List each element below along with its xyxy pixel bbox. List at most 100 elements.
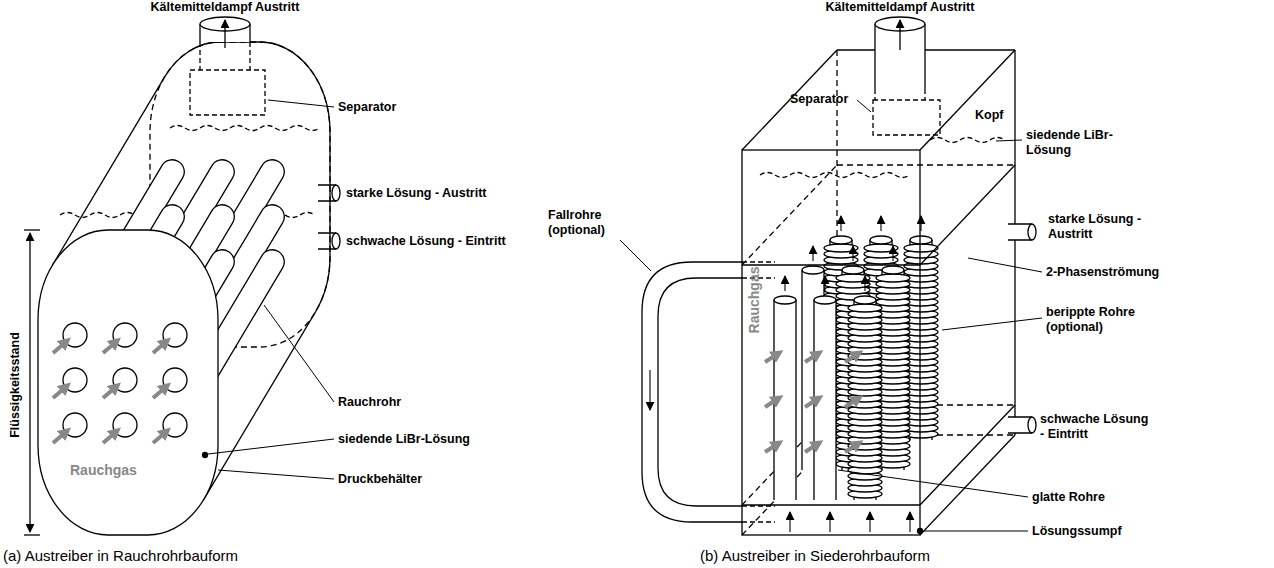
tube-fin [848,304,882,312]
flow-arrow [789,512,790,532]
flue-gas-arrow [53,386,67,398]
leader-line [264,305,334,402]
dimension-tick [24,229,40,230]
flow-arrow [869,512,870,532]
downcomer-hidden [742,262,775,522]
hidden-edge [742,165,837,265]
flue-gas-arrow [805,353,819,362]
flue-gas-arrow [765,443,779,452]
vessel-front [38,230,218,535]
part-label: berippte Rohre (optional) [1046,305,1141,335]
liquid-surface [760,138,1005,178]
part-label: Lösungssumpf [1032,524,1122,539]
leader-line [942,318,1042,330]
boiling-tubes [774,236,938,500]
leader-line [968,258,1042,272]
flow-arrow [909,512,910,532]
leader-lines [620,100,1042,531]
outlet-wall [199,24,200,42]
tube-top [882,266,904,274]
leader-lines [208,100,334,479]
liquid-surface-line [170,126,320,131]
flue-gas-arrow [103,341,117,353]
flue-gas-arrow [153,386,167,398]
flue-gas-arrow [153,431,167,443]
vessel-front [742,150,920,535]
part-label: Kopf [975,108,1003,123]
flue-gas-arrow [53,341,67,353]
part-label: siedende LiBr-Lösung [1026,128,1121,158]
leader-line [208,439,334,454]
flow-arrow [824,276,825,291]
head-floor [742,264,920,265]
flue-gas-arrow [845,398,859,407]
downcomer [642,262,742,522]
boiling-tube-generator [620,17,1042,535]
part-label: siedende LiBr-Lösung [338,432,470,447]
leader-line [838,470,1028,497]
outlet-wall [924,24,925,90]
port-label: schwache Lösung - Eintritt [1040,412,1152,442]
nozzle-end [332,233,340,249]
separator-box [190,70,265,115]
flue-gas-arrows [765,353,859,452]
flow-arrows [785,216,921,532]
flow-arrow [224,20,225,48]
flow-arrow [649,370,650,410]
flow-arrow [812,246,813,261]
flow-arrow [864,276,865,291]
tube-top [814,296,836,304]
leader-line [924,531,1028,532]
flue-gas-arrow [805,398,819,407]
downcomer [658,278,742,506]
tube-fin [876,274,910,282]
outlet-wall-hidden [924,90,925,100]
flow-arrow [899,20,900,50]
nozzle-end [1028,417,1036,433]
sump-top [742,504,920,505]
outlet-wall [874,24,875,90]
port-label: starke Lösung - Austritt [346,186,487,201]
tube-top [830,236,852,244]
level-label: Flüssigkeitsstand [8,332,23,438]
flue-gas-arrows [53,341,167,443]
leader-line [996,140,1022,141]
part-label: Rauchrohr [338,395,401,410]
outlet-wall [249,24,250,42]
leader-line [620,240,651,271]
outlet-label: Kältemitteldampf Austritt [151,0,300,15]
vessel-edge [1014,50,1015,435]
liquid-surface-line [930,138,1005,143]
port-label: schwache Lösung - Eintritt [346,234,506,249]
level-dimension [29,233,30,532]
part-label: Separator [338,100,396,115]
part-label: Separator [790,92,848,107]
tube-top [774,296,796,304]
flue-gas-arrow [103,386,117,398]
hidden-edge [837,164,1015,165]
separator-box [873,100,940,135]
port-label: starke Lösung - Austritt [1048,212,1148,242]
leader-line [218,470,334,479]
flue-gas-arrow [153,341,167,353]
figure-caption: (a) Austreiber in Rauchrohrbauform [3,547,238,565]
flue-gas-arrow [53,431,67,443]
part-label: Fallrohre (optional) [548,208,623,238]
tube-top [910,236,932,244]
tube-top [802,266,824,274]
outlet-wall-hidden [199,42,200,70]
leader-dot [203,453,208,458]
vessel-edge [920,435,1015,535]
flue-gas-arrow [845,443,859,452]
fire-tube-ends [63,323,187,437]
flow-arrow [840,216,841,231]
gas-label: Rauchgas [746,267,763,334]
tube-top [870,236,892,244]
flow-arrow [784,276,785,291]
part-label: Druckbehälter [338,472,422,487]
gas-label: Rauchgas [70,462,137,479]
tube-top [854,296,876,304]
flue-gas-arrow [103,431,117,443]
